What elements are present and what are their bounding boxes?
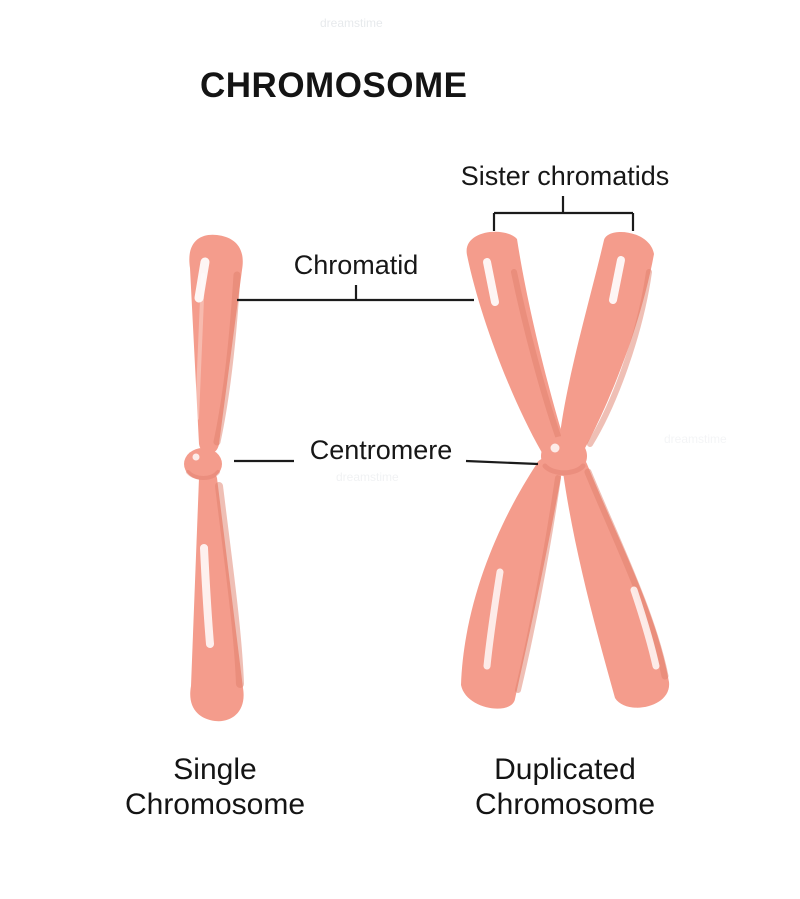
duplicated-top-left-arm	[466, 231, 565, 458]
duplicated-bottom-left-shade	[515, 475, 561, 693]
page-title: CHROMOSOME	[200, 66, 468, 105]
single-centromere-shade	[186, 470, 220, 480]
duplicated-bottom-left-highlight	[483, 568, 504, 670]
duplicated-bottom-left-arm	[461, 458, 562, 709]
duplicated-chromosome-shape	[461, 231, 670, 709]
duplicated-top-right-highlight	[609, 256, 625, 304]
single-chromosome-shape	[184, 234, 244, 722]
caption-duplicated-chromosome: Duplicated Chromosome	[474, 753, 656, 822]
duplicated-centromere-shade	[542, 463, 586, 476]
duplicated-bottom-right-shade	[584, 468, 669, 680]
centromere-pointer-right	[465, 459, 539, 466]
single-top-arm-shade	[213, 271, 241, 446]
duplicated-top-right-shade	[587, 269, 652, 447]
duplicated-top-left-highlight	[483, 258, 499, 306]
single-bottom-highlight	[200, 544, 214, 648]
single-bottom-arm	[190, 471, 244, 722]
duplicated-bottom-right-arm	[563, 458, 670, 708]
duplicated-centromere-highlight	[550, 443, 560, 453]
duplicated-top-left-shade	[511, 269, 561, 439]
label-chromatid: Chromatid	[293, 250, 419, 280]
single-top-highlight-long	[195, 273, 205, 420]
single-top-highlight	[194, 257, 210, 303]
duplicated-bottom-right-highlight	[630, 586, 660, 670]
label-sister-chromatids: Sister chromatids	[460, 161, 670, 191]
single-bottom-arm-shade	[215, 482, 244, 688]
label-centromere: Centromere	[309, 435, 453, 465]
single-centromere-highlight	[192, 453, 200, 461]
duplicated-top-right-arm	[559, 231, 654, 457]
annotation-lines	[234, 196, 635, 466]
caption-single-chromosome: Single Chromosome	[124, 753, 306, 822]
